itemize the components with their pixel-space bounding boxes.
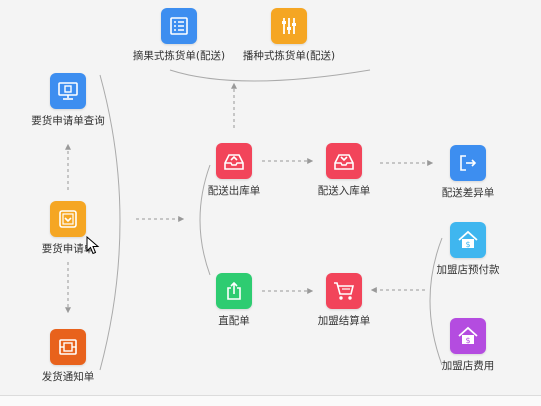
sliders-icon <box>271 8 307 44</box>
svg-text:$: $ <box>465 336 470 345</box>
request-bill-label: 要货申请单 <box>41 243 95 255</box>
share-upload-icon <box>216 273 252 309</box>
shipping-notice-node[interactable]: 发货通知单 <box>13 329 123 384</box>
monitor-icon <box>50 73 86 109</box>
exit-door-icon <box>450 145 486 181</box>
delivery-in-label: 配送入库单 <box>317 185 371 197</box>
left-bracket-arc <box>99 74 121 371</box>
delivery-diff-label: 配送差异单 <box>441 187 495 199</box>
request-query-label: 要货申请单查询 <box>31 115 105 127</box>
direct-bill-node[interactable]: 直配单 <box>179 273 289 328</box>
franchise-fee-label: 加盟店费用 <box>441 360 495 372</box>
package-icon <box>50 329 86 365</box>
sowing-bill-node[interactable]: 播种式拣货单(配送) <box>234 8 344 63</box>
shopping-cart-icon <box>326 273 362 309</box>
inbox-download-icon <box>326 143 362 179</box>
picking-bill-label: 摘果式拣货单(配送) <box>132 50 226 62</box>
svg-text:$: $ <box>465 240 470 249</box>
list-document-icon <box>161 8 197 44</box>
bottom-scrollbar[interactable] <box>0 395 541 406</box>
franchise-fee-node[interactable]: $ 加盟店费用 <box>413 318 523 373</box>
franchise-settlement-label: 加盟结算单 <box>317 315 371 327</box>
download-box-icon <box>50 201 86 237</box>
delivery-diff-node[interactable]: 配送差异单 <box>413 145 523 200</box>
picking-bill-node[interactable]: 摘果式拣货单(配送) <box>124 8 234 63</box>
franchise-settlement-node[interactable]: 加盟结算单 <box>289 273 399 328</box>
inbox-upload-icon <box>216 143 252 179</box>
direct-bill-label: 直配单 <box>218 315 250 327</box>
mouse-pointer-icon <box>86 236 100 255</box>
shipping-notice-label: 发货通知单 <box>41 371 95 383</box>
sowing-bill-label: 播种式拣货单(配送) <box>242 50 336 62</box>
delivery-out-node[interactable]: 配送出库单 <box>179 143 289 198</box>
request-bill-node[interactable]: 要货申请单 <box>13 201 123 256</box>
middle-bracket-arc <box>199 164 211 276</box>
house-dollar-icon: $ <box>450 318 486 354</box>
delivery-in-node[interactable]: 配送入库单 <box>289 143 399 198</box>
request-query-node[interactable]: 要货申请单查询 <box>13 73 123 128</box>
delivery-out-label: 配送出库单 <box>207 185 261 197</box>
franchise-prepay-node[interactable]: $ 加盟店预付款 <box>413 222 523 277</box>
right-bracket-arc <box>429 237 443 366</box>
franchise-prepay-label: 加盟店预付款 <box>436 264 500 276</box>
top-bracket-arc <box>169 69 371 82</box>
house-dollar-icon: $ <box>450 222 486 258</box>
